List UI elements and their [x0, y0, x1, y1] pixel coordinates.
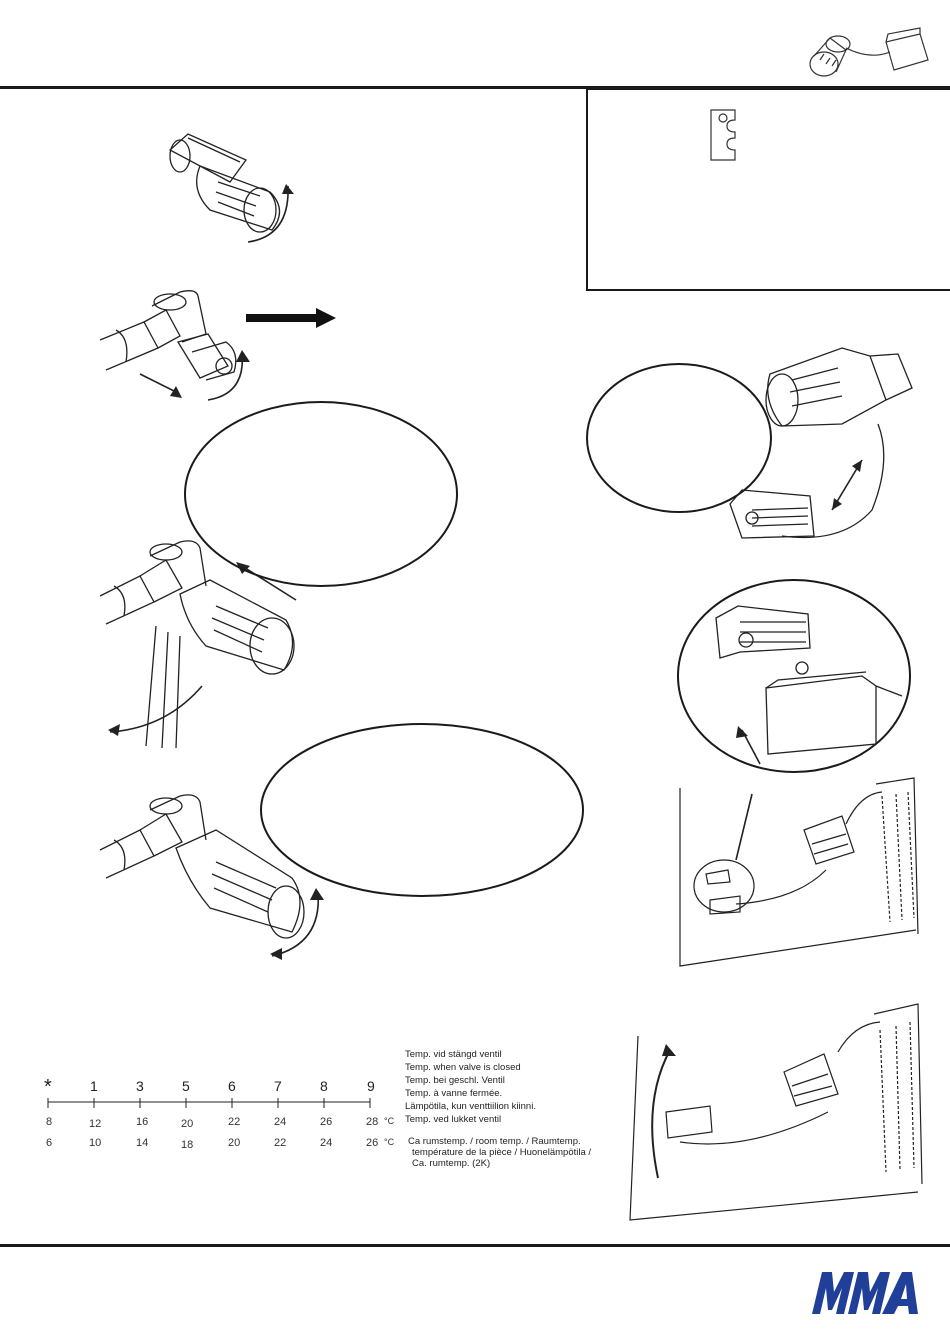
callout-ellipse-2: [260, 723, 584, 897]
scale-mark-2: 3: [136, 1078, 144, 1094]
legend-room-temp: Ca rumstemp. / room temp. / Raumtemp. te…: [408, 1136, 591, 1169]
room-temp-unit: °C: [384, 1137, 395, 1147]
sensor-capillary-illustration: [729, 347, 913, 539]
room-temp-6: 24: [320, 1137, 333, 1149]
scale-mark-4: 6: [228, 1078, 236, 1094]
scale-mark-7: 9: [367, 1078, 375, 1094]
step4-final-illustration: [99, 794, 324, 960]
legend-line: Temp. ved lukket ventil: [405, 1114, 502, 1125]
legend-line: Temp. à vanne fermée.: [405, 1088, 503, 1099]
bottom-rule: [0, 1244, 950, 1247]
top-rule: [0, 86, 950, 89]
scale-mark-0: *: [44, 1076, 52, 1098]
legend-closed-valve: Temp. vid stängd ventil Temp. when valve…: [405, 1048, 536, 1126]
scale-mark-5: 7: [274, 1078, 282, 1094]
legend-line: Temp. vid stängd ventil: [405, 1049, 502, 1060]
remote-detail-illustration: [677, 579, 911, 773]
scale-mark-1: 1: [90, 1078, 98, 1094]
mma-logo: [812, 1272, 918, 1314]
closed-temp-3: 20: [181, 1118, 194, 1130]
legend-line: Lämpötila, kun venttiilion kiinni.: [405, 1101, 536, 1112]
closed-temp-5: 24: [274, 1116, 287, 1128]
closed-temp-4: 22: [228, 1116, 241, 1128]
legend-line: Ca. rumtemp. (2K): [412, 1158, 491, 1169]
room-temp-4: 20: [228, 1137, 241, 1149]
room-temp-1: 10: [89, 1137, 102, 1149]
info-box: [586, 88, 950, 291]
step3-mount-illustration: [99, 540, 297, 749]
wall-install-illustration-2: [629, 1003, 923, 1221]
temperature-scale-line: [47, 1098, 371, 1108]
step1-sensor-illustration: [168, 133, 294, 243]
closed-temp-2: 16: [136, 1116, 149, 1128]
wall-install-illustration-1: [679, 777, 919, 967]
room-temp-5: 22: [274, 1137, 287, 1149]
closed-temp-7: 28: [366, 1116, 379, 1128]
legend-line: Temp. when valve is closed: [405, 1062, 521, 1073]
closed-temp-1: 12: [89, 1118, 102, 1130]
legend-line: Temp. bei geschl. Ventil: [405, 1075, 505, 1086]
closed-temp-unit: °C: [384, 1116, 395, 1126]
callout-ellipse-3: [586, 363, 772, 513]
adjustment-key-icon: [710, 109, 736, 161]
closed-temp-6: 26: [320, 1116, 333, 1128]
room-temp-3: 18: [181, 1139, 194, 1151]
scale-mark-3: 5: [182, 1078, 190, 1094]
callout-ellipse-1: [184, 401, 458, 587]
closed-temp-0: 8: [46, 1116, 53, 1128]
legend-line: température de la pièce / Huonelämpötila…: [412, 1147, 592, 1158]
room-temp-0: 6: [46, 1137, 53, 1149]
room-temp-2: 14: [136, 1137, 149, 1149]
legend-line: Ca rumstemp. / room temp. / Raumtemp.: [408, 1136, 581, 1147]
product-icon: [809, 27, 929, 77]
step2-valve-illustration: [99, 290, 336, 401]
room-temp-7: 26: [366, 1137, 379, 1149]
scale-mark-6: 8: [320, 1078, 328, 1094]
